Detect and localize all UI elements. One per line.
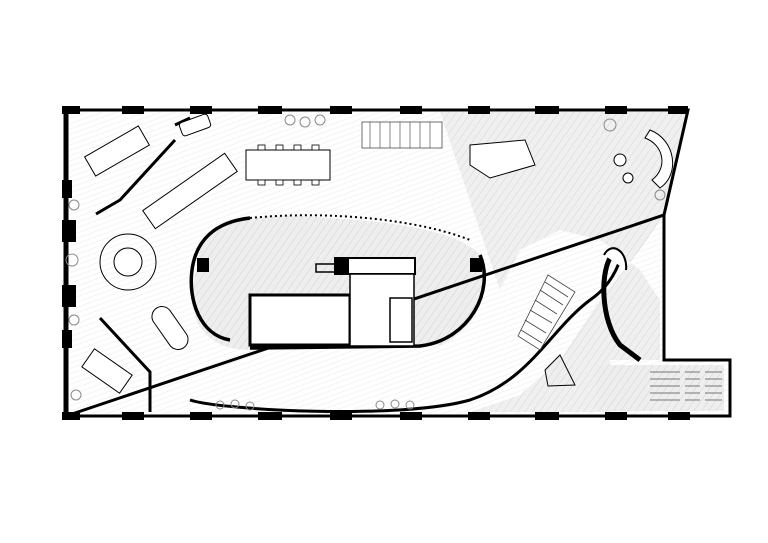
round-lounge — [99, 233, 157, 291]
plants — [65, 114, 666, 411]
long-table — [142, 152, 238, 230]
furniture — [81, 113, 674, 394]
windows-top — [62, 106, 688, 114]
stair-diagonal — [517, 274, 576, 351]
column — [197, 258, 209, 272]
central-core — [189, 214, 486, 350]
core-curved-wall — [189, 216, 251, 342]
core-room — [248, 293, 352, 347]
planter — [544, 354, 576, 387]
right-pod-wall — [601, 253, 642, 362]
seating-rows — [650, 371, 722, 401]
lounge-hatched-area — [440, 112, 688, 412]
meeting-table — [81, 348, 133, 394]
windows-bottom — [62, 412, 690, 420]
windows-left — [62, 180, 76, 348]
seating-area — [596, 365, 724, 411]
sofa — [644, 129, 674, 189]
partitions — [95, 116, 191, 412]
core-dotted-edge — [249, 214, 471, 241]
lounge-table — [469, 139, 536, 179]
pod-cap — [603, 247, 628, 271]
curved-wall — [189, 259, 622, 414]
stair-top — [361, 121, 443, 149]
meeting-table — [245, 149, 331, 181]
column — [470, 258, 482, 272]
meeting-table — [83, 125, 151, 177]
oval-table — [151, 306, 189, 350]
core-right-wall — [249, 254, 486, 350]
restroom — [389, 297, 413, 343]
